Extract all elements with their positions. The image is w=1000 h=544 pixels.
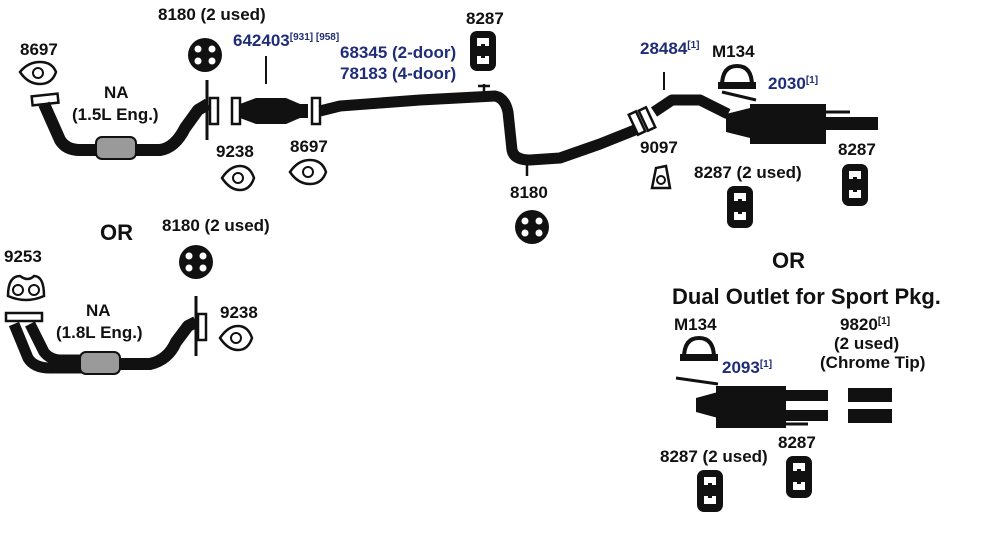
hanger-8287-2used-a [727, 186, 753, 228]
label-8287-right: 8287 [838, 140, 876, 159]
front-pipe-1-5l [30, 80, 220, 160]
hanger-8287-2used-b [697, 470, 723, 512]
label-8180-mid: 8180 [510, 183, 548, 202]
muffler-2030 [721, 90, 878, 144]
clamp-m134-top [718, 63, 756, 89]
clamp-m134-bottom [680, 335, 718, 361]
label-8180-top: 8180 (2 used) [158, 5, 266, 24]
label-8697-mid: 8697 [290, 137, 328, 156]
label-8697-left: 8697 [20, 40, 58, 59]
label-2030: 2030[1] [768, 74, 818, 93]
label-na-1-5: NA [104, 83, 129, 102]
hanger-8180-or [179, 245, 213, 279]
hanger-8287-right [842, 164, 868, 206]
label-m134-top: M134 [712, 42, 755, 61]
gasket-9253 [6, 274, 46, 302]
chrome-tip-9820 [848, 388, 892, 423]
label-na-1-8-sub: (1.8L Eng.) [56, 323, 143, 342]
front-pipe-1-8l [4, 296, 208, 375]
label-9097: 9097 [640, 138, 678, 157]
label-8287-top: 8287 [466, 9, 504, 28]
label-8287-bottom: 8287 [778, 433, 816, 452]
gasket-8697-mid [288, 158, 328, 186]
label-9820-used: (2 used) [834, 334, 899, 353]
tail-pipe-28484 [627, 72, 731, 137]
label-8287-2used-a: 8287 (2 used) [694, 163, 802, 182]
label-m134-bottom: M134 [674, 315, 717, 334]
or-right: OR [772, 248, 805, 273]
label-642403: 642403[931] [958] [233, 31, 339, 50]
gasket-9238-a [220, 164, 256, 192]
or-left: OR [100, 220, 133, 245]
label-8287-2used-b: 8287 (2 used) [660, 447, 768, 466]
label-9238-b: 9238 [220, 303, 258, 322]
dual-outlet-title: Dual Outlet for Sport Pkg. [672, 284, 941, 309]
label-9253: 9253 [4, 247, 42, 266]
gasket-9238-b [218, 324, 254, 352]
label-68345: 68345 (2-door) [340, 43, 456, 62]
label-9820: 9820[1] [840, 315, 890, 334]
hanger-8180-mid [515, 210, 549, 244]
hanger-8287-top [470, 31, 496, 71]
label-na-1-5-sub: (1.5L Eng.) [72, 105, 159, 124]
muffler-2093 [675, 376, 828, 428]
label-2093: 2093[1] [722, 358, 772, 377]
label-78183: 78183 (4-door) [340, 64, 456, 83]
label-28484: 28484[1] [640, 39, 700, 58]
gasket-9097 [650, 164, 672, 190]
intermediate-pipe-68345 [310, 84, 643, 176]
hanger-8180-top [188, 38, 222, 72]
label-na-1-8: NA [86, 301, 111, 320]
label-9238-a: 9238 [216, 142, 254, 161]
flange-gasket-8697-left [18, 60, 58, 86]
label-8180-or: 8180 (2 used) [162, 216, 270, 235]
hanger-8287-bottom [786, 456, 812, 498]
catalytic-converter-642403 [230, 56, 308, 126]
label-9820-tip: (Chrome Tip) [820, 353, 925, 372]
